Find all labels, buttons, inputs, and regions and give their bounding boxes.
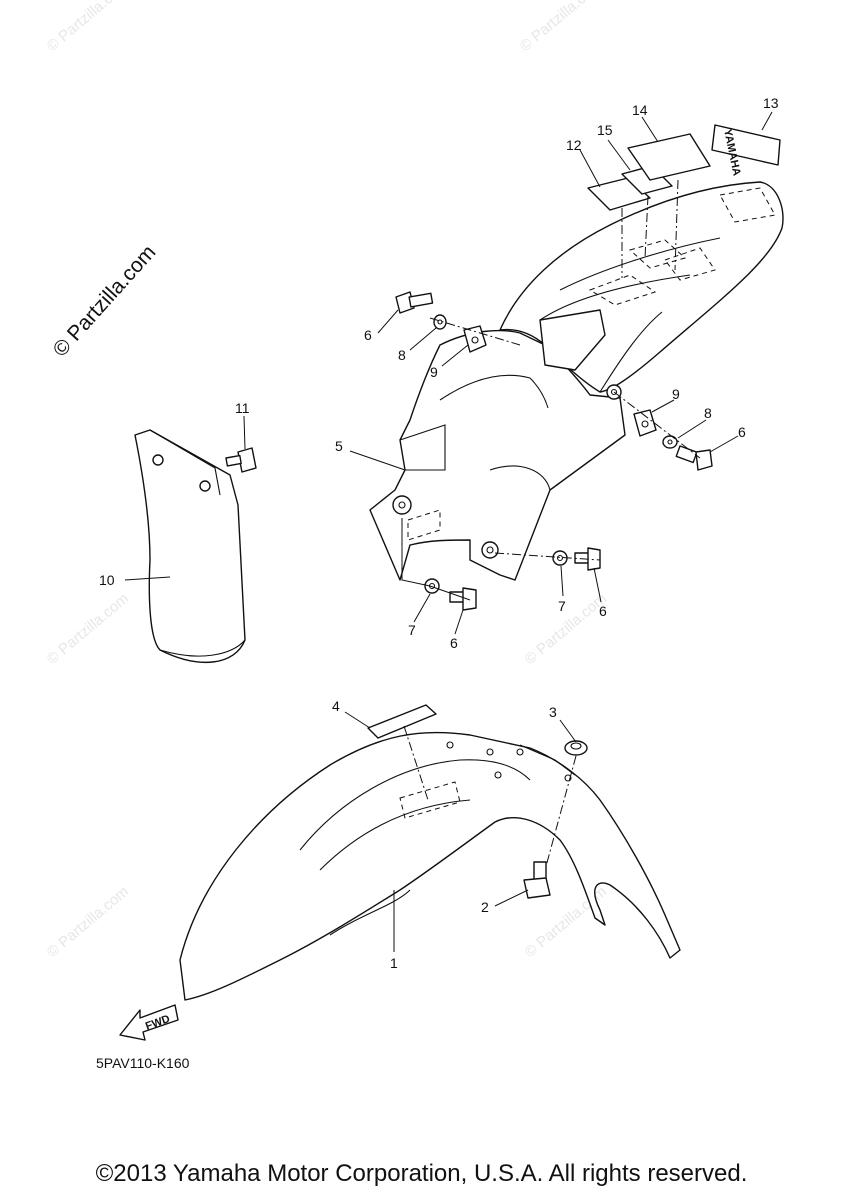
watermark-mid-left: © Partzilla.com (44, 590, 132, 668)
decal-13: YAMAHA (711, 124, 781, 177)
collar-7-lower (424, 578, 440, 594)
bolt-6-lower (449, 587, 477, 611)
bolt-11 (225, 447, 257, 473)
copyright-notice: ©2013 Yamaha Motor Corporation, U.S.A. A… (95, 1160, 748, 1187)
callout-9-left: 9 (430, 364, 438, 380)
callout-10: 10 (99, 572, 115, 588)
center-bolt-axis (494, 552, 601, 561)
callout-1: 1 (390, 955, 398, 971)
bolt-6-upper-left (395, 291, 434, 314)
collar-7-center (552, 550, 568, 566)
callout-6-upper-right: 6 (738, 424, 746, 440)
callout-15: 15 (597, 122, 613, 138)
watermark-mid-right: © Partzilla.com (522, 590, 610, 668)
right-bolt-axis (613, 391, 701, 459)
watermark-lower-left: © Partzilla.com (44, 883, 132, 961)
front-fender (179, 731, 681, 1001)
callout-14: 14 (632, 102, 648, 118)
callout-11: 11 (235, 400, 250, 416)
decal-15-guide (644, 195, 649, 259)
callout-6-lower: 6 (450, 635, 458, 651)
callout-6-upper-left: 6 (364, 327, 372, 343)
decal-14 (627, 133, 711, 181)
callout-3: 3 (549, 704, 557, 720)
callout-labels: 1 2 3 4 5 6 6 6 6 7 7 8 8 9 9 10 11 12 1… (99, 95, 779, 971)
decal-outline-rear-3 (664, 247, 716, 281)
leader-lines (124, 111, 773, 952)
callout-8-left: 8 (398, 347, 406, 363)
callout-5: 5 (335, 438, 343, 454)
washer-8-left (433, 314, 447, 330)
callout-13: 13 (763, 95, 779, 111)
callout-12: 12 (566, 137, 582, 153)
watermark-top-right: © Partzilla.com (517, 0, 605, 55)
grommet-3-guide (544, 755, 577, 871)
nut-9-left (463, 325, 487, 353)
watermark-top-left: © Partzilla.com (44, 0, 132, 55)
decal-14-guide (674, 179, 679, 271)
mud-flap (134, 429, 246, 663)
left-bolt-axis (429, 317, 521, 346)
bolt-6-upper-right (675, 445, 713, 471)
parts-diagram: © Partzilla.com © Partzilla.com © Partzi… (44, 0, 784, 1041)
diagram-code: 5PAV110-K160 (96, 1055, 190, 1071)
decal-outline-rear-2 (628, 239, 687, 269)
rear-fender (369, 181, 784, 581)
grommet-3 (564, 740, 588, 756)
decal-outline-rear (588, 274, 657, 306)
site-watermark: © Partzilla.com (49, 241, 161, 362)
washer-8-right (662, 435, 678, 449)
callout-4: 4 (332, 698, 340, 714)
bolt-2 (523, 861, 551, 899)
callout-7-center: 7 (558, 598, 566, 614)
callout-8-right: 8 (704, 405, 712, 421)
decal-4 (367, 704, 437, 739)
callout-9-right: 9 (672, 386, 680, 402)
callout-6-center: 6 (599, 603, 607, 619)
forward-arrow: FWD (119, 1004, 179, 1041)
callout-7-lower: 7 (408, 622, 416, 638)
nut-9-right (633, 409, 657, 437)
callout-2: 2 (481, 899, 489, 915)
lower-bolt-axis (401, 518, 471, 601)
decal-4-guide (403, 725, 429, 801)
